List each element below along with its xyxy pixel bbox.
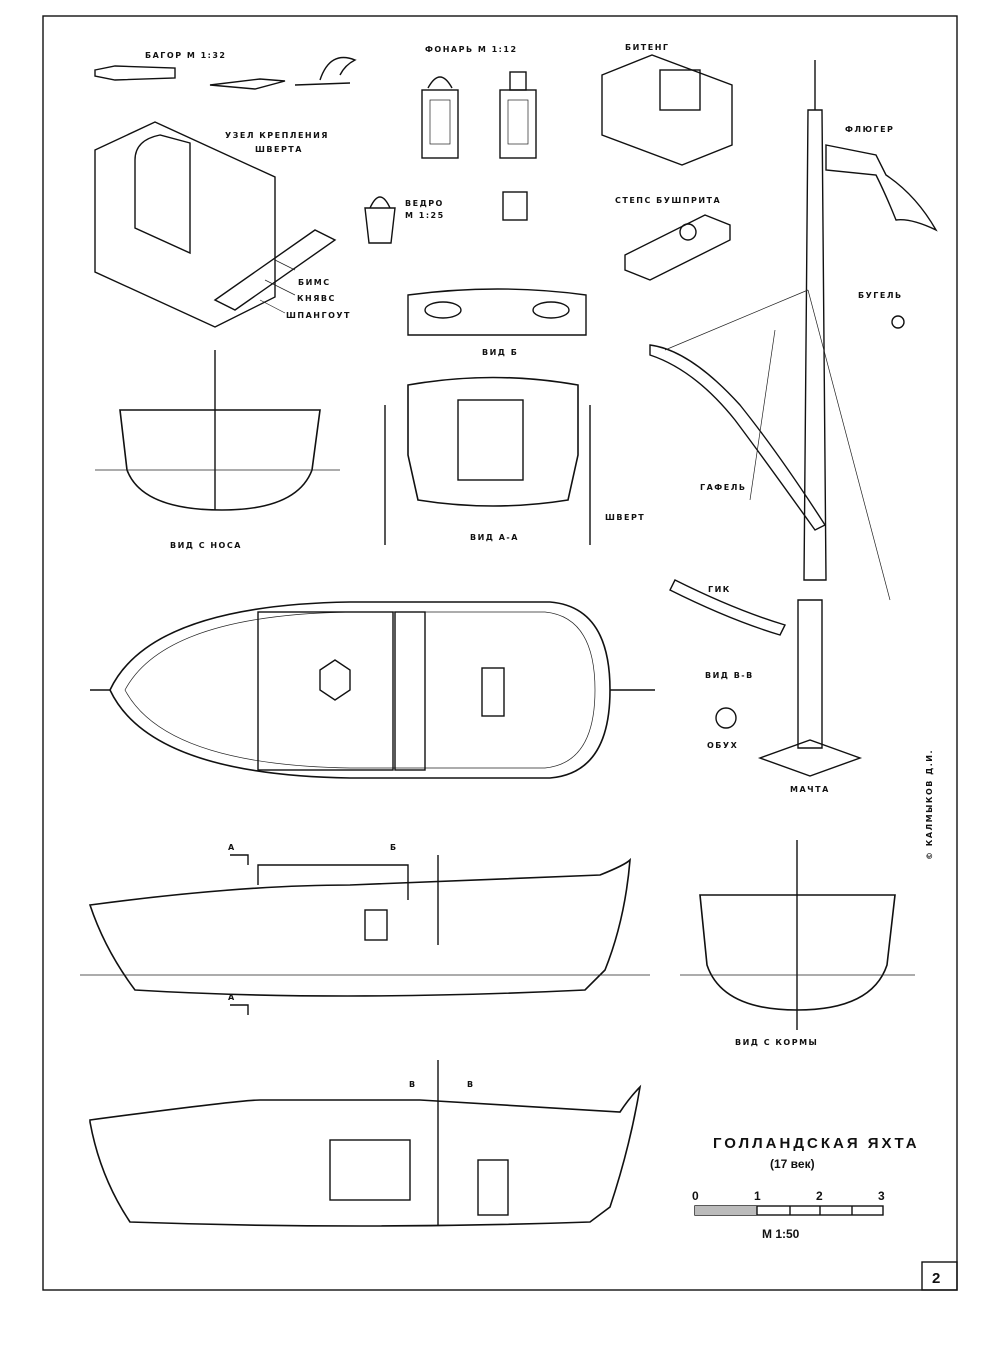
page-number: 2 — [932, 1270, 943, 1287]
hoop-drawing — [891, 315, 905, 329]
label-bow-view: ВИД С НОСА — [170, 541, 242, 550]
stern-view-drawing — [680, 840, 915, 1030]
scale-bar — [694, 1205, 884, 1216]
scale-tick-0: 0 — [692, 1189, 699, 1203]
label-hoop: БУГЕЛЬ — [858, 291, 903, 300]
label-section-v-right: В — [467, 1080, 475, 1089]
label-centreboard-mount-1: УЗЕЛ КРЕПЛЕНИЯ — [225, 131, 329, 140]
fitting-drawing — [502, 191, 528, 221]
scale-tick-3: 3 — [878, 1189, 885, 1203]
centreboard-mount-drawing — [94, 121, 337, 328]
scale-tick-2: 2 — [816, 1189, 823, 1203]
bow-view-drawing — [95, 350, 340, 511]
cutaway-drawing — [89, 1060, 642, 1227]
boat-hook-drawing — [94, 56, 357, 90]
label-section-v-left: В — [409, 1080, 417, 1089]
scale-tick-1: 1 — [754, 1189, 761, 1203]
label-bitt: БИТЕНГ — [625, 43, 670, 52]
label-boom: ГИК — [708, 585, 731, 594]
view-vv-drawing — [715, 707, 737, 729]
bucket-drawing — [364, 196, 396, 244]
label-gaff: ГАФЕЛЬ — [700, 483, 746, 492]
label-bucket-1: ВЕДРО — [405, 199, 444, 208]
label-stern-view: ВИД С КОРМЫ — [735, 1038, 818, 1047]
label-view-b: ВИД Б — [482, 348, 518, 357]
label-frame: ШПАНГОУТ — [286, 311, 351, 320]
boom-drawing — [669, 579, 786, 636]
label-lantern: ФОНАРЬ М 1:12 — [425, 45, 518, 54]
label-section-a-top: А — [228, 843, 236, 852]
label-beam: БИМС — [298, 278, 331, 287]
deck-plan-drawing — [90, 601, 655, 779]
label-knee: КНЯВС — [297, 294, 336, 303]
label-bowsprit-step: СТЕПС БУШПРИТА — [615, 196, 721, 205]
label-mast: МАЧТА — [790, 785, 830, 794]
author-credit: © КАЛМЫКОВ Д.И. — [925, 749, 934, 860]
mast-rig-drawing — [649, 60, 938, 601]
page-frame — [42, 15, 958, 1291]
page-number-box — [921, 1261, 958, 1291]
label-view-vv: ВИД В-В — [705, 671, 754, 680]
label-section-a-bottom: А — [228, 993, 236, 1002]
label-bucket-2: М 1:25 — [405, 211, 445, 220]
bitt-drawing — [601, 54, 733, 166]
label-section-b: Б — [390, 843, 398, 852]
century: (17 век) — [770, 1157, 815, 1171]
label-section-aa: ВИД А-А — [470, 533, 519, 542]
section-aa-drawing — [384, 376, 591, 545]
mast-base-drawing — [757, 599, 863, 777]
title: ГОЛЛАНДСКАЯ ЯХТА — [713, 1135, 920, 1152]
scale-label: М 1:50 — [762, 1227, 800, 1241]
label-boat-hook: БАГОР М 1:32 — [145, 51, 226, 60]
label-centreboard: ШВЕРТ — [605, 513, 645, 522]
view-b-drawing — [407, 288, 587, 336]
label-vane: ФЛЮГЕР — [845, 125, 894, 134]
bowsprit-step-drawing — [624, 214, 731, 281]
label-centreboard-mount-2: ШВЕРТА — [255, 145, 303, 154]
side-view-drawing — [80, 854, 650, 1015]
label-eye-bolt: ОБУХ — [707, 741, 738, 750]
lantern-drawing — [421, 71, 537, 159]
